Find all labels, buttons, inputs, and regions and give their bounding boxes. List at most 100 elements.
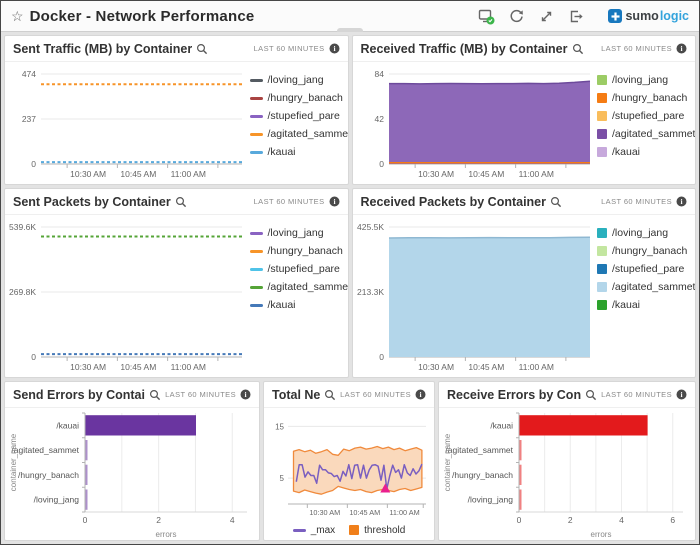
legend-item[interactable]: /kauai [249,146,344,158]
svg-text:11:00 AM: 11:00 AM [171,362,206,372]
panel-total-network-errors: Total Network Err... LAST 60 MINUTES i 1… [263,381,435,541]
legend-label: /kauai [267,299,296,311]
svg-text:i: i [680,44,682,53]
legend-item[interactable]: /stupefied_pare [597,110,691,122]
info-icon[interactable]: i [329,43,340,54]
legend-swatch-icon [597,300,607,310]
time-range-label[interactable]: LAST 60 MINUTES [253,197,325,206]
legend-item[interactable]: /loving_jang [597,74,691,86]
info-icon[interactable]: i [415,389,426,400]
magnifier-icon[interactable] [149,389,161,401]
legend-label: /agitated_sammet [267,281,348,293]
svg-text:container_name: container_name [443,433,452,491]
legend-label: /hungry_banach [267,92,343,104]
legend-item[interactable]: /kauai [597,146,691,158]
time-range-label[interactable]: LAST 60 MINUTES [601,390,672,399]
legend-item[interactable]: /kauai [597,299,691,311]
fullscreen-icon[interactable] [538,8,555,25]
legend-item[interactable]: /hungry_banach [597,92,691,104]
svg-text:i: i [680,197,682,206]
legend-item[interactable]: /stupefied_pare [597,263,691,275]
panel-header: Sent Traffic (MB) by Container LAST 60 M… [5,36,348,62]
time-range-label[interactable]: LAST 60 MINUTES [601,197,672,206]
legend-item[interactable]: /agitated_sammet [249,281,348,293]
magnifier-icon[interactable] [196,43,208,55]
panel-send-errors: Send Errors by Container LAST 60 MINUTES… [4,381,260,541]
legend-item[interactable]: /loving_jang [597,227,691,239]
legend-swatch-icon [249,231,263,235]
magnifier-icon[interactable] [550,196,562,208]
page-title: Docker - Network Performance [29,7,255,25]
legend-item[interactable]: threshold [349,525,405,536]
legend-item[interactable]: /kauai [249,299,344,311]
svg-text:/hungry_banach: /hungry_banach [452,470,513,480]
svg-text:10:45 AM: 10:45 AM [120,362,156,372]
legend-label: /hungry_banach [267,245,343,257]
legend-swatch-icon [597,75,607,85]
legend-label: /agitated_sammet [612,128,695,140]
legend-item[interactable]: /hungry_banach [249,92,344,104]
svg-text:0: 0 [83,515,88,525]
info-icon[interactable]: i [240,389,251,400]
svg-text:10:45 AM: 10:45 AM [468,169,504,179]
legend-item[interactable]: /hungry_banach [249,245,344,257]
svg-text:10:45 AM: 10:45 AM [120,169,156,179]
svg-text:errors: errors [591,530,612,539]
info-icon[interactable]: i [676,196,687,207]
legend-item[interactable]: /stupefied_pare [249,263,344,275]
legend-swatch-icon [249,150,263,154]
favorite-star-icon[interactable]: ☆ [11,7,24,24]
legend-item[interactable]: /agitated_sammet [597,281,695,293]
header-collapse-handle[interactable] [337,28,363,32]
logo-text-sumo: sumo [625,9,659,23]
magnifier-icon[interactable] [175,196,187,208]
legend-swatch-icon [249,78,263,82]
magnifier-icon[interactable] [572,43,584,55]
svg-text:/loving_jang: /loving_jang [34,495,80,505]
logo-text-logic: logic [659,9,689,23]
legend-item[interactable]: /stupefied_pare [249,110,344,122]
refresh-icon[interactable] [508,8,525,25]
time-range-label[interactable]: LAST 60 MINUTES [253,44,325,53]
svg-text:474: 474 [22,69,36,79]
time-range-label[interactable]: LAST 60 MINUTES [340,390,411,399]
legend-item[interactable]: /loving_jang [249,74,344,86]
dashboard-row: Sent Traffic (MB) by Container LAST 60 M… [4,35,696,185]
legend-swatch-icon [249,303,263,307]
legend-item[interactable]: _max [292,524,336,536]
panel-header: Received Traffic (MB) by Container LAST … [352,36,695,62]
time-range-label[interactable]: LAST 60 MINUTES [165,390,236,399]
info-icon[interactable]: i [329,196,340,207]
svg-text:i: i [333,197,335,206]
info-icon[interactable]: i [676,43,687,54]
legend-label: _max [310,524,336,536]
legend-label: /loving_jang [267,227,324,239]
legend-item[interactable]: /agitated_sammet [249,128,348,140]
legend-item[interactable]: /loving_jang [249,227,344,239]
magnifier-icon[interactable] [585,389,597,401]
svg-text:10:30 AM: 10:30 AM [70,362,106,372]
live-update-status-icon[interactable] [478,8,495,25]
legend-item[interactable]: /hungry_banach [597,245,691,257]
chart-legend: /loving_jang/hungry_banach/stupefied_par… [597,215,695,377]
time-range-label[interactable]: LAST 60 MINUTES [601,44,672,53]
svg-text:10:30 AM: 10:30 AM [309,508,340,517]
panel-title: Send Errors by Container [13,387,145,402]
magnifier-icon[interactable] [324,389,336,401]
svg-text:0: 0 [31,159,36,169]
info-icon[interactable]: i [676,389,687,400]
svg-text:269.8K: 269.8K [9,287,36,297]
share-icon[interactable] [568,8,585,25]
legend-item[interactable]: /agitated_sammet [597,128,695,140]
